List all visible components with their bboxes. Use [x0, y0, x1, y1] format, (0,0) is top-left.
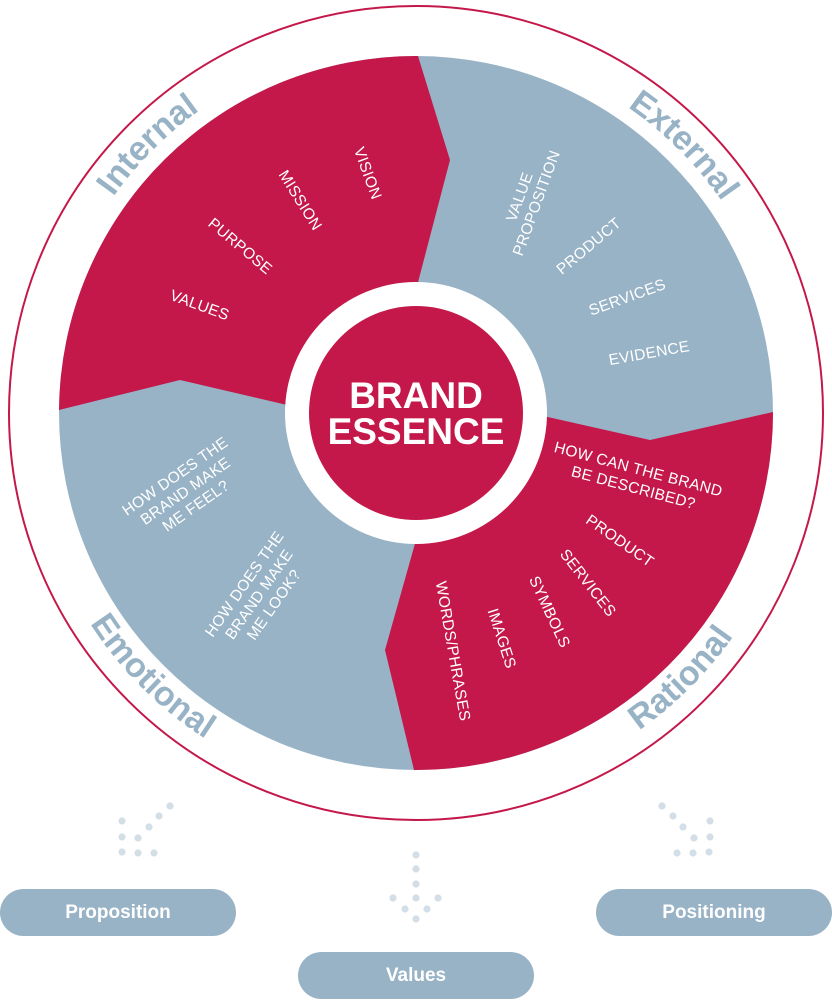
dotted-arrows: [118, 802, 714, 923]
output-pill-proposition: Proposition: [0, 889, 236, 936]
output-pill-values: Values: [298, 952, 534, 999]
arrow-dot: [673, 849, 681, 857]
arrow-dot: [679, 823, 687, 831]
arrow-dot: [389, 894, 397, 902]
arrow-dot: [118, 817, 126, 825]
arrow-dot: [145, 823, 153, 831]
arrow-dot: [706, 833, 714, 841]
arrow-dot: [412, 880, 420, 888]
arrow-dot: [706, 817, 714, 825]
arrow-dot: [150, 849, 158, 857]
arrow-dot: [434, 894, 442, 902]
arrow-dot: [689, 849, 697, 857]
arrow-dot: [118, 833, 126, 841]
arrow-dot: [155, 812, 163, 820]
arrow-dot: [134, 849, 142, 857]
arrow-dot: [412, 894, 420, 902]
arrow-dot: [401, 905, 409, 913]
output-pill-positioning: Positioning: [596, 889, 832, 936]
arrow-dot: [412, 865, 420, 873]
arrow-dot: [134, 834, 142, 842]
center-disk: [309, 306, 523, 520]
arrow-dot: [118, 848, 126, 856]
center-title-line2: ESSENCE: [328, 411, 505, 452]
center-title-line1: BRAND: [349, 375, 483, 416]
arrow-dot: [412, 851, 420, 859]
arrow-dot: [690, 834, 698, 842]
arrow-dot: [658, 802, 666, 810]
arrow-dot: [166, 802, 174, 810]
arrow-dot: [423, 905, 431, 913]
arrow-dot: [412, 915, 420, 923]
arrow-dot: [705, 848, 713, 856]
arrow-dot: [669, 812, 677, 820]
outer-ring: [8, 5, 824, 821]
